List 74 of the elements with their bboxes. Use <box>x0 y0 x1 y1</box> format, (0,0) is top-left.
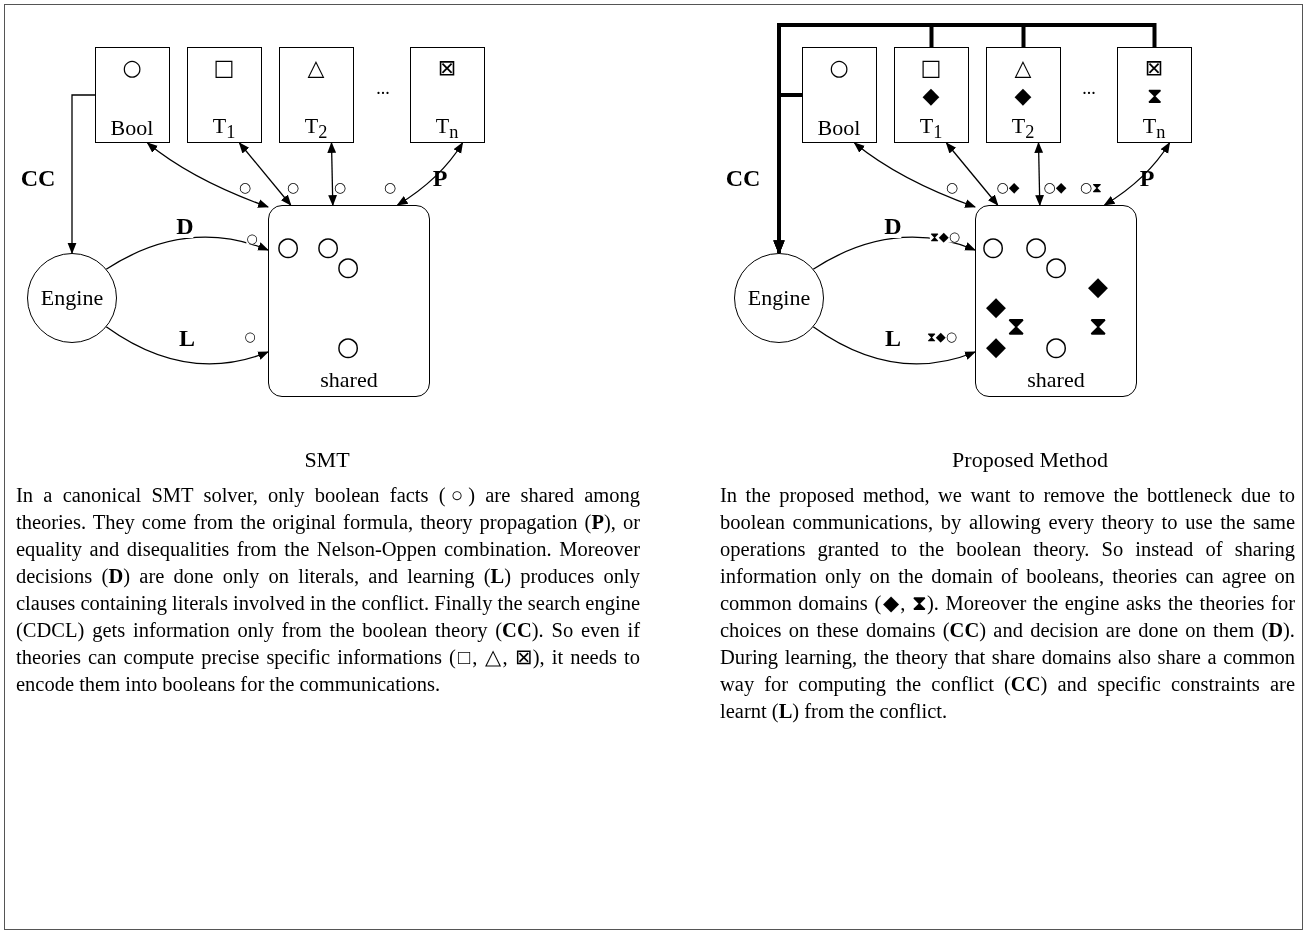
edge-label: ○⧗ <box>1079 180 1103 194</box>
theory-box <box>410 47 485 143</box>
symbol-mark: ○ <box>276 233 300 259</box>
panel-caption: Proposed Method <box>952 449 1108 471</box>
arrow <box>238 142 292 206</box>
symbol-mark: ◆ <box>1014 85 1032 107</box>
theory-label: T$_{n}$ <box>435 114 459 142</box>
symbol-mark: ⧗ <box>1089 313 1107 339</box>
symbol-mark: □ <box>213 57 235 79</box>
arrow <box>396 142 464 206</box>
node-label: shared <box>1027 369 1085 391</box>
theory-box <box>95 47 170 143</box>
node-label: Engine <box>747 287 811 309</box>
symbol-mark: ○ <box>1044 333 1068 359</box>
theory-label: T$_{1}$ <box>919 114 943 142</box>
symbol-mark: ◆ <box>986 333 1006 359</box>
arrow <box>327 141 337 207</box>
theory-box <box>187 47 262 143</box>
theory-label: T$_{1}$ <box>212 114 236 142</box>
symbol-mark: △ <box>307 57 325 79</box>
symbol-mark: ⊠ <box>1144 57 1164 79</box>
arrow <box>945 142 999 206</box>
description-paragraph: In a canonical SMT solver, only boolean facts (○) are shared among theories. They come from the original formula, theory propagation (P), or equality and disequalities from the Nelson-Oppen combination. Moreover decisions (D) are done only on literals, and learning (L) produces only clauses containing literals involved in the conflict. Finally the search engine (CDCL) gets information only from the boolean theory (CC). So even if theories can compute precise specific informations (□, △, ⊠), it needs to encode them into booleans for the communications. <box>16 483 640 697</box>
arrow <box>105 326 270 365</box>
edge-label: ○ <box>238 180 252 194</box>
theory-label: T$_{n}$ <box>1142 114 1166 142</box>
symbol-mark: ◆ <box>1088 273 1108 299</box>
arrow <box>1103 142 1171 206</box>
edge-label: ○ <box>383 180 397 194</box>
symbol-mark: ◆ <box>986 293 1006 319</box>
arrow <box>105 236 270 270</box>
theory-label: Bool <box>817 117 861 139</box>
ellipsis-text: ... <box>1082 79 1096 97</box>
symbol-mark: ⧗◆○ <box>929 229 961 243</box>
theory-label: Bool <box>110 117 154 139</box>
symbol-mark: □ <box>920 57 942 79</box>
theory-label: T$_{2}$ <box>1011 114 1035 142</box>
theory-label: T$_{2}$ <box>304 114 328 142</box>
symbol-mark: ◆ <box>922 85 940 107</box>
symbol-mark: ⧗ <box>1146 85 1162 107</box>
arrow <box>1034 141 1044 207</box>
node-label: shared <box>320 369 378 391</box>
description-paragraph: In the proposed method, we want to remove the bottleneck due to boolean communications, by allowing every theory to use the same operations granted to the boolean theory. So instead of sharing information only on the domain of booleans, theories can agree on common domains (◆, ⧗). Moreover the engine asks the theories for choices on these domains (CC) and decision are done on them (D). During learning, the theory that share domains also share a common way for computing the conflict (CC) and specific constraints are learnt (L) from the conflict. <box>720 483 1295 725</box>
theory-box <box>1117 47 1192 143</box>
arrow <box>853 142 977 208</box>
theory-box <box>986 47 1061 143</box>
panel-caption: SMT <box>304 449 350 471</box>
shared-box <box>975 205 1137 397</box>
edge-label: ○◆ <box>996 180 1020 194</box>
ellipsis-text: ... <box>376 79 390 97</box>
theory-box <box>802 47 877 143</box>
symbol-mark: ○ <box>336 333 360 359</box>
theory-box <box>279 47 354 143</box>
symbol-mark: △ <box>1014 57 1032 79</box>
edge-label: ○ <box>286 180 300 194</box>
symbol-mark: ○ <box>829 57 849 79</box>
node-label: Engine <box>40 287 104 309</box>
arrow <box>146 142 270 208</box>
symbol-mark: ○ <box>981 233 1005 259</box>
symbol-mark: ○ <box>246 231 258 245</box>
edge-label: ○◆ <box>1043 180 1067 194</box>
edge-label: ○ <box>945 180 959 194</box>
symbol-mark: ⧗ <box>1007 313 1025 339</box>
letter-label: P <box>432 166 448 190</box>
arrow <box>812 326 977 365</box>
shared-box <box>268 205 430 397</box>
symbol-mark: ⊠ <box>437 57 457 79</box>
symbol-mark: ○ <box>122 57 142 79</box>
letter-label: P <box>1139 166 1155 190</box>
edge-label: ○ <box>333 180 347 194</box>
arrow <box>67 94 96 255</box>
symbol-mark: ⧗◆○ <box>926 329 958 343</box>
symbol-mark: ○ <box>244 329 256 343</box>
theory-box <box>894 47 969 143</box>
